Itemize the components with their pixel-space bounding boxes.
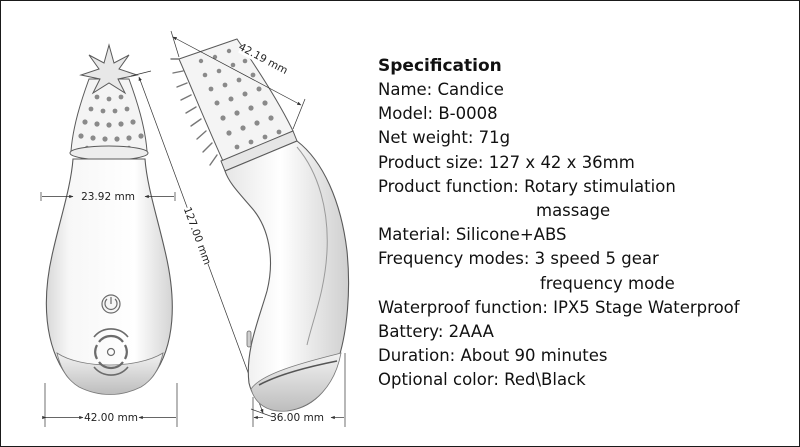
- spec-list: Name: Candice Model: B-0008 Net weight: …: [378, 78, 793, 393]
- spec-product-size: Product size: 127 x 42 x 36mm: [378, 152, 635, 172]
- dim-side-top: [170, 30, 306, 130]
- spec-product-function: Product function: Rotary stimulation mas…: [378, 175, 793, 223]
- side-button: [246, 330, 252, 348]
- front-view: [45, 43, 173, 395]
- spec-title: Specification: [378, 56, 502, 76]
- dim-side-bottom-label: 36.00 mm: [270, 412, 324, 424]
- spec-frequency-modes: Frequency modes: 3 speed 5 gear frequenc…: [378, 247, 793, 295]
- spec-duration: Duration: About 90 minutes: [378, 346, 608, 366]
- spec-net-weight: Net weight: 71g: [378, 128, 511, 148]
- front-head-cone: [70, 78, 148, 152]
- spec-material: Material: Silicone+ABS: [378, 225, 567, 245]
- front-collar: [69, 145, 149, 161]
- front-star-crown: [79, 43, 139, 95]
- spec-model: Model: B-0008: [378, 104, 498, 124]
- dim-bottom-width-label: 42.00 mm: [84, 412, 138, 424]
- dim-top-width-label: 23.92 mm: [81, 191, 135, 203]
- spec-product-function-cont: massage: [536, 201, 611, 221]
- specification-panel: Specification Name: Candice Model: B-000…: [378, 54, 793, 393]
- side-contour: [296, 146, 328, 346]
- power-button: [101, 294, 121, 314]
- spec-optional-color: Optional color: Red\Black: [378, 370, 586, 390]
- spec-waterproof: Waterproof function: IPX5 Stage Waterpro…: [378, 297, 740, 317]
- vent-icon: [93, 328, 129, 376]
- spec-battery: Battery: 2AAA: [378, 322, 494, 342]
- spec-frequency-modes-cont: frequency mode: [540, 273, 675, 293]
- spec-name: Name: Candice: [378, 80, 504, 99]
- product-drawing: 23.92 mm 42.00 mm 127.00 mm: [40, 30, 350, 427]
- side-base: [250, 352, 342, 412]
- dim-side-bottom: [252, 353, 346, 427]
